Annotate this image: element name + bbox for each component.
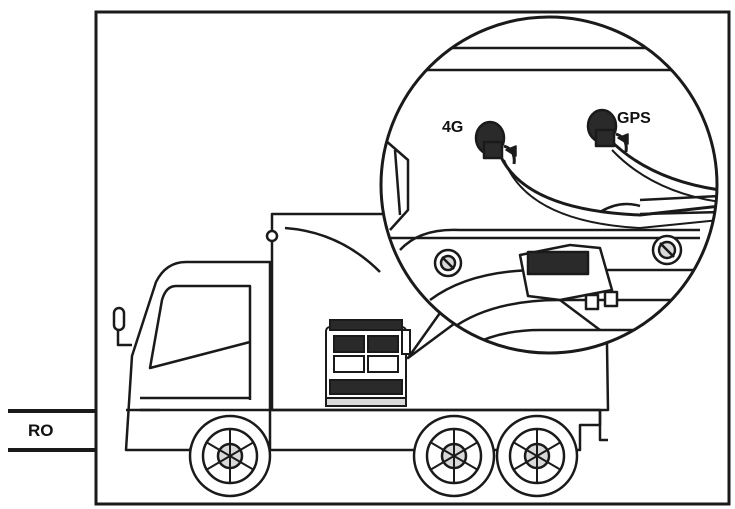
truck-cab [112,260,272,452]
cable-connector-icon [518,243,619,331]
label-gps: GPS [617,110,651,127]
antenna-4g-plug-icon [474,120,517,165]
ro-side-indicator [8,409,96,452]
antenna-gps-plug-icon [586,108,629,153]
wheel-rear-2 [495,414,579,498]
zoom-detail [379,15,719,355]
mdvr-device [325,319,411,407]
screw-left-icon [433,248,463,278]
wheel-rear-1 [412,414,496,498]
screw-right-icon [651,234,683,266]
label-4g: 4G [442,119,464,136]
wheel-front [188,414,272,498]
label-ro: RO [28,421,54,440]
